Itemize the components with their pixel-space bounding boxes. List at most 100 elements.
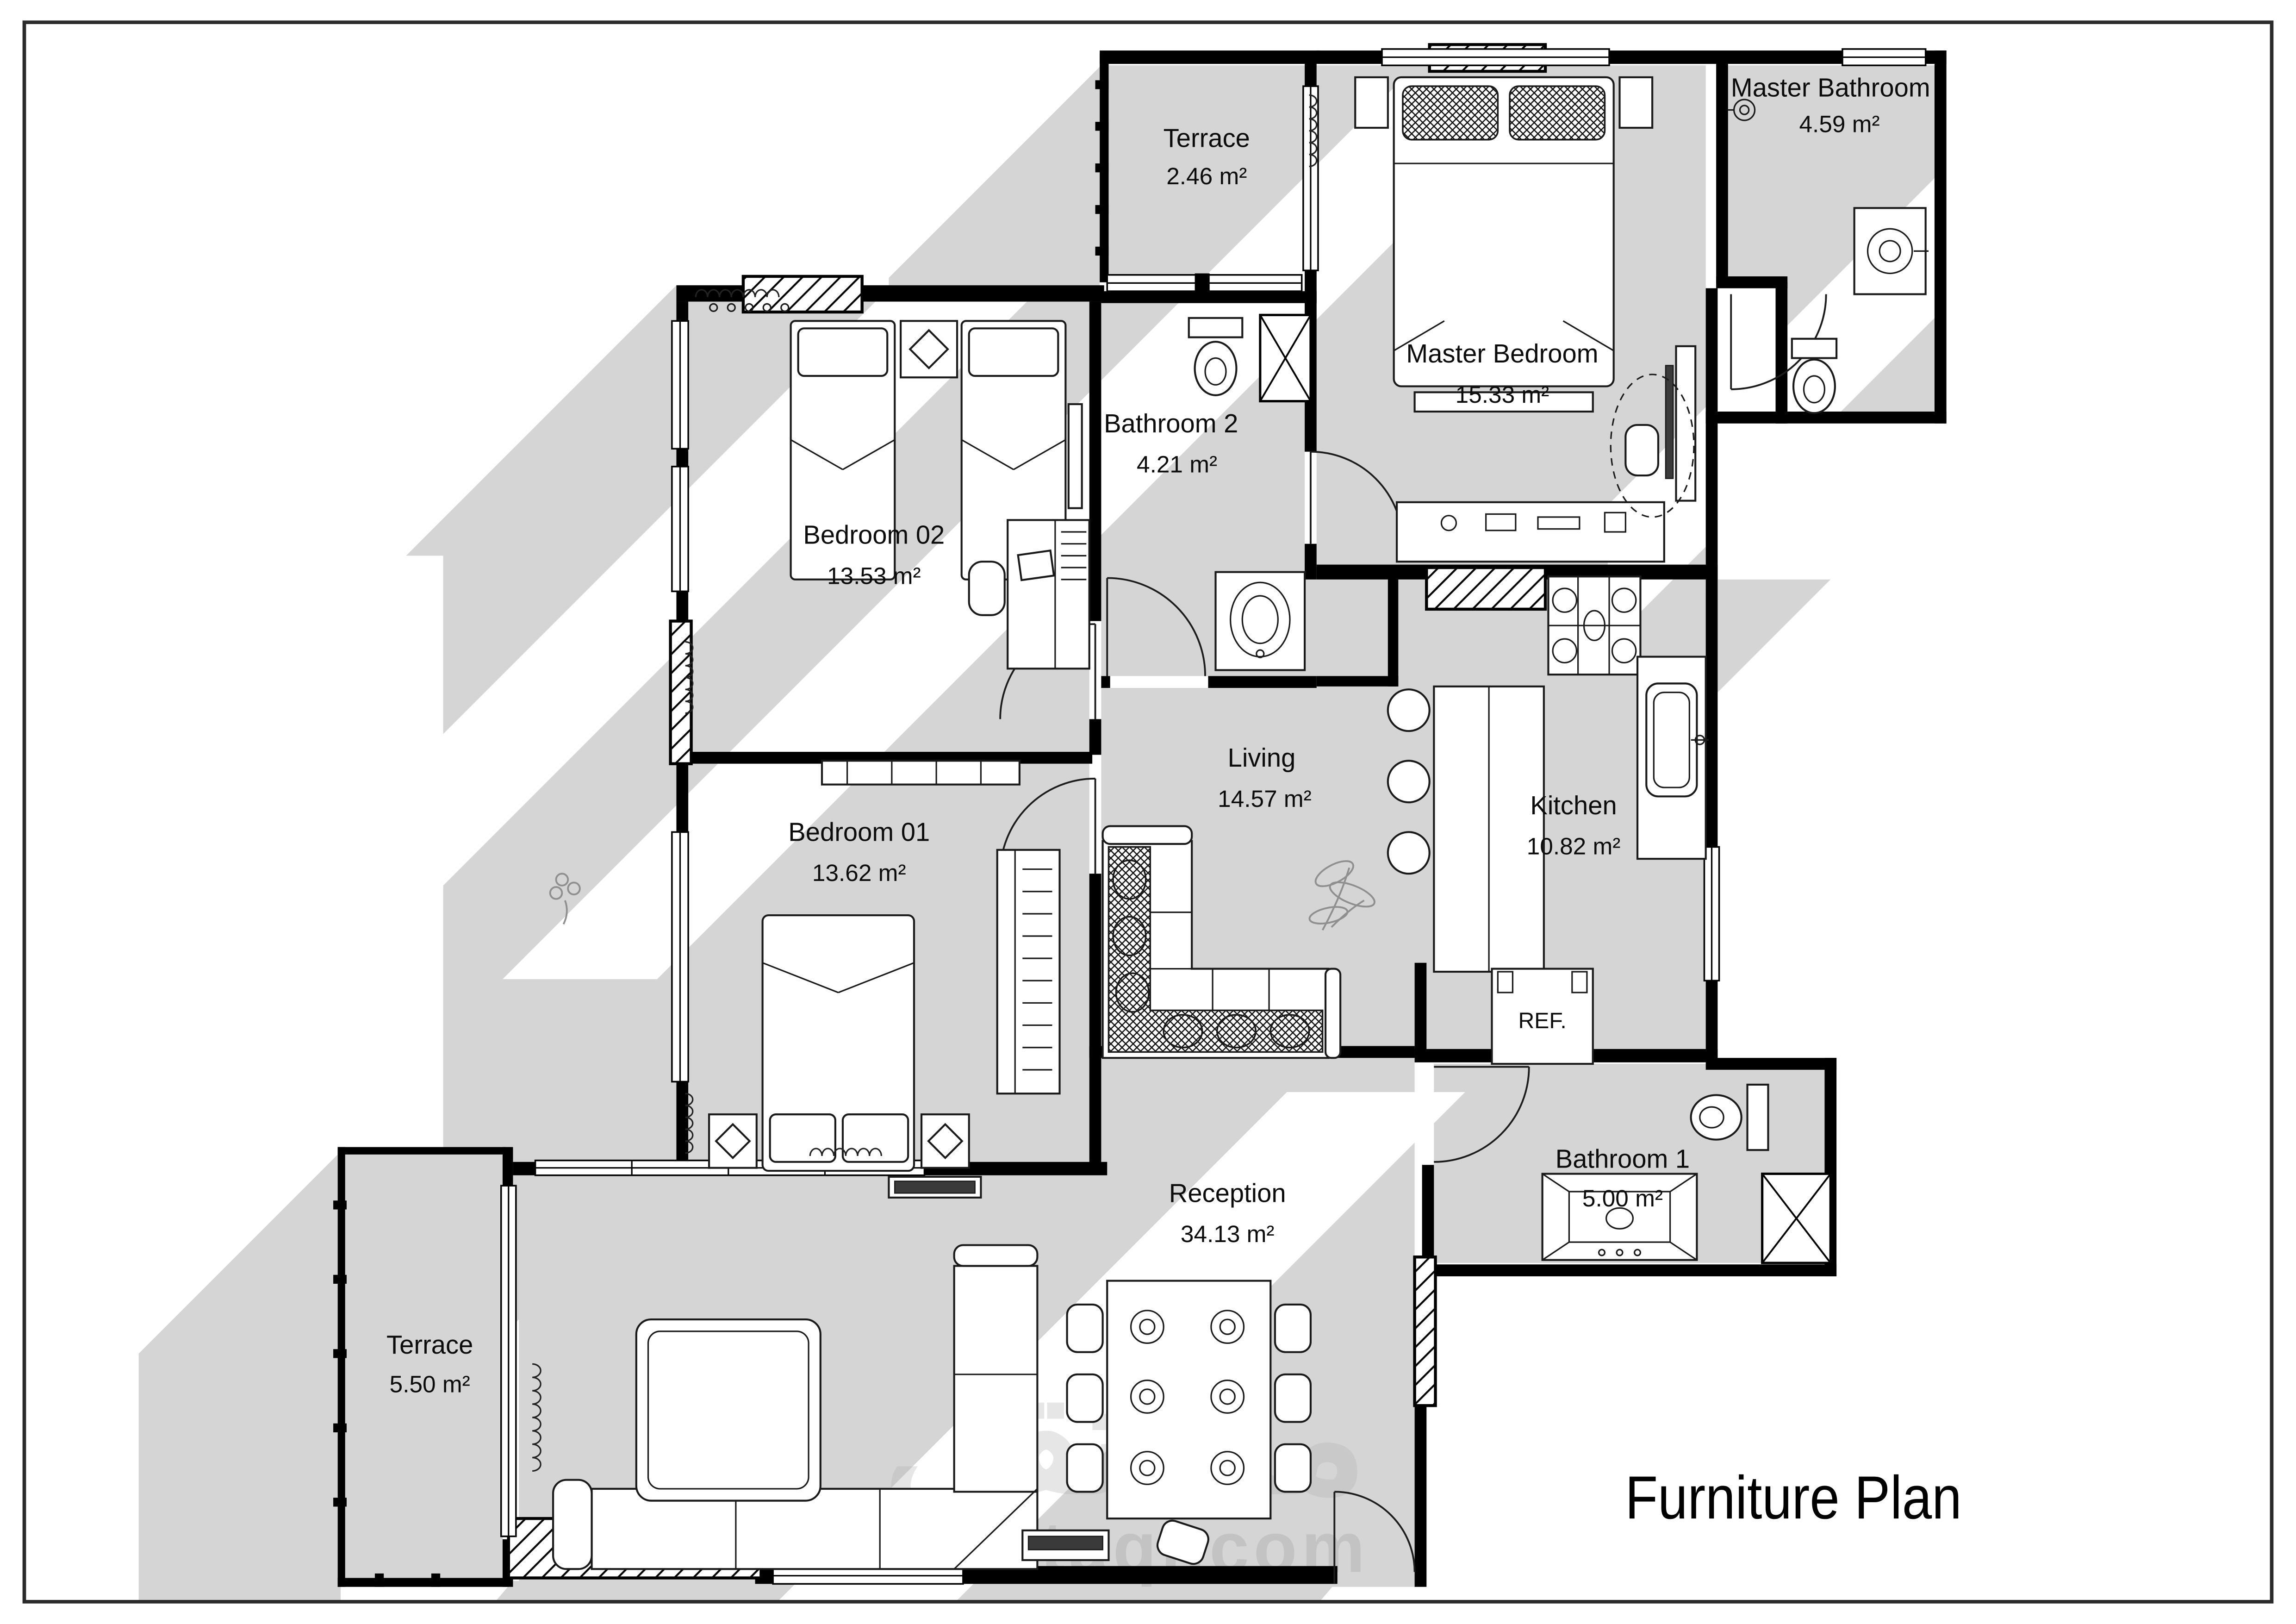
toilet — [1791, 337, 1838, 414]
window — [1842, 48, 1927, 66]
sliding-door-window — [1106, 273, 1303, 293]
room-name: Bathroom 2 — [1104, 409, 1238, 438]
dining-chair — [1156, 1519, 1209, 1565]
nightstand — [1354, 76, 1389, 129]
double-bed — [761, 914, 915, 1172]
mirror — [1067, 403, 1083, 509]
curtain-coil-icon — [809, 1148, 882, 1156]
bar-stool — [1387, 760, 1431, 804]
curtain-coil-icon — [532, 1363, 541, 1472]
dining-chair — [1274, 1443, 1312, 1493]
room-name: Bedroom 01 — [788, 818, 930, 847]
room-name: Bedroom 02 — [803, 520, 945, 550]
room-label-bathroom1: Bathroom 1 5.00 m² — [1556, 1144, 1690, 1212]
coffee-table — [635, 1318, 821, 1502]
curtain-coil-icon — [685, 641, 694, 714]
nightstand — [900, 320, 958, 379]
refrigerator: REF. — [1491, 968, 1594, 1065]
sink-vanity — [1853, 207, 1929, 295]
plant-sketch — [1308, 860, 1375, 931]
terrace-railings — [333, 80, 1109, 1587]
room-name: Master Bathroom — [1731, 73, 1930, 102]
room-label-bathroom2: Bathroom 2 4.21 m² — [1104, 409, 1238, 478]
dining-chair — [1274, 1373, 1312, 1423]
room-name: Kitchen — [1530, 791, 1617, 820]
room-area: 5.00 m² — [1582, 1185, 1663, 1212]
room-area: 13.53 m² — [827, 562, 921, 589]
kitchen-island — [1433, 685, 1545, 973]
room-area: 4.21 m² — [1137, 451, 1217, 478]
room-area: 10.82 m² — [1527, 833, 1621, 859]
bed-bench — [1413, 391, 1594, 413]
room-name: Master Bedroom — [1406, 339, 1598, 368]
room-label-bedroom02: Bedroom 02 13.53 m² — [803, 520, 945, 589]
door-bathroom2 — [1106, 577, 1206, 676]
room-label-kitchen: Kitchen 10.82 m² — [1527, 791, 1621, 860]
dining-table — [1106, 1280, 1272, 1520]
room-area: 13.62 m² — [812, 860, 906, 886]
shower-shaft-icon — [1761, 1172, 1832, 1264]
twin-bed — [790, 320, 896, 581]
vanity-chair — [1610, 374, 1695, 518]
window — [671, 466, 689, 593]
room-name: Bathroom 1 — [1556, 1144, 1690, 1174]
room-label-master-bedroom: Master Bedroom 15.33 m² — [1406, 339, 1598, 408]
window — [671, 831, 689, 1083]
sheet-border — [22, 20, 2274, 1604]
bathroom2-fixtures — [1188, 317, 1306, 671]
reception-furniture — [552, 1175, 1312, 1570]
window — [671, 320, 689, 450]
tv-console — [888, 1175, 982, 1199]
double-bed — [1393, 76, 1615, 387]
living-furniture — [1101, 825, 1375, 1059]
door-master-bathroom — [1730, 294, 1827, 390]
bar-stool — [1387, 688, 1431, 732]
tv-console — [1665, 345, 1697, 502]
dresser — [821, 760, 1020, 786]
nightstand — [1618, 76, 1654, 129]
room-name: Terrace — [1164, 124, 1250, 153]
window — [1703, 846, 1720, 982]
dining-chair — [1066, 1443, 1104, 1493]
curtain-coils — [532, 94, 1318, 1472]
curtain-coil-icon — [1309, 94, 1318, 168]
room-area: 2.46 m² — [1166, 163, 1247, 189]
bedroom02-furniture — [709, 303, 1090, 786]
master-bedroom-furniture — [1354, 76, 1697, 563]
wall-hooks — [709, 303, 790, 312]
fridge-label: REF. — [1518, 1008, 1566, 1033]
kitchen-sink — [1645, 682, 1709, 798]
duct-shaft-icon — [1259, 313, 1312, 403]
shower-mixer — [1728, 99, 1756, 121]
room-label-bedroom01: Bedroom 01 13.62 m² — [788, 818, 930, 887]
wardrobe — [996, 849, 1061, 1095]
stove — [1547, 575, 1642, 676]
flower-sketch — [549, 873, 581, 925]
nightstand — [920, 1113, 970, 1169]
window — [500, 1185, 517, 1537]
bathroom1-fixtures — [1541, 1083, 1769, 1261]
toilet — [1690, 1083, 1769, 1151]
door-bathroom1 — [1434, 1066, 1530, 1163]
toilet — [1188, 317, 1244, 396]
room-label-living: Living 14.57 m² — [1218, 743, 1312, 812]
door-entrance — [1333, 1491, 1416, 1584]
room-name: Reception — [1169, 1178, 1286, 1207]
bedroom01-furniture — [708, 849, 1061, 1172]
desk — [1007, 519, 1090, 670]
window — [1302, 85, 1319, 271]
room-area: 15.33 m² — [1456, 381, 1549, 408]
room-area: 14.57 m² — [1218, 786, 1312, 812]
sink-vanity — [1541, 1173, 1698, 1261]
room-name: Living — [1228, 743, 1296, 772]
room-area: 5.50 m² — [390, 1371, 470, 1397]
sink-vanity — [1214, 571, 1306, 671]
curtain-coil-icon — [695, 289, 780, 297]
dining-chair — [1066, 1303, 1104, 1353]
room-name: Terrace — [386, 1330, 473, 1359]
window — [1381, 48, 1610, 66]
l-sofa — [1101, 825, 1342, 1059]
